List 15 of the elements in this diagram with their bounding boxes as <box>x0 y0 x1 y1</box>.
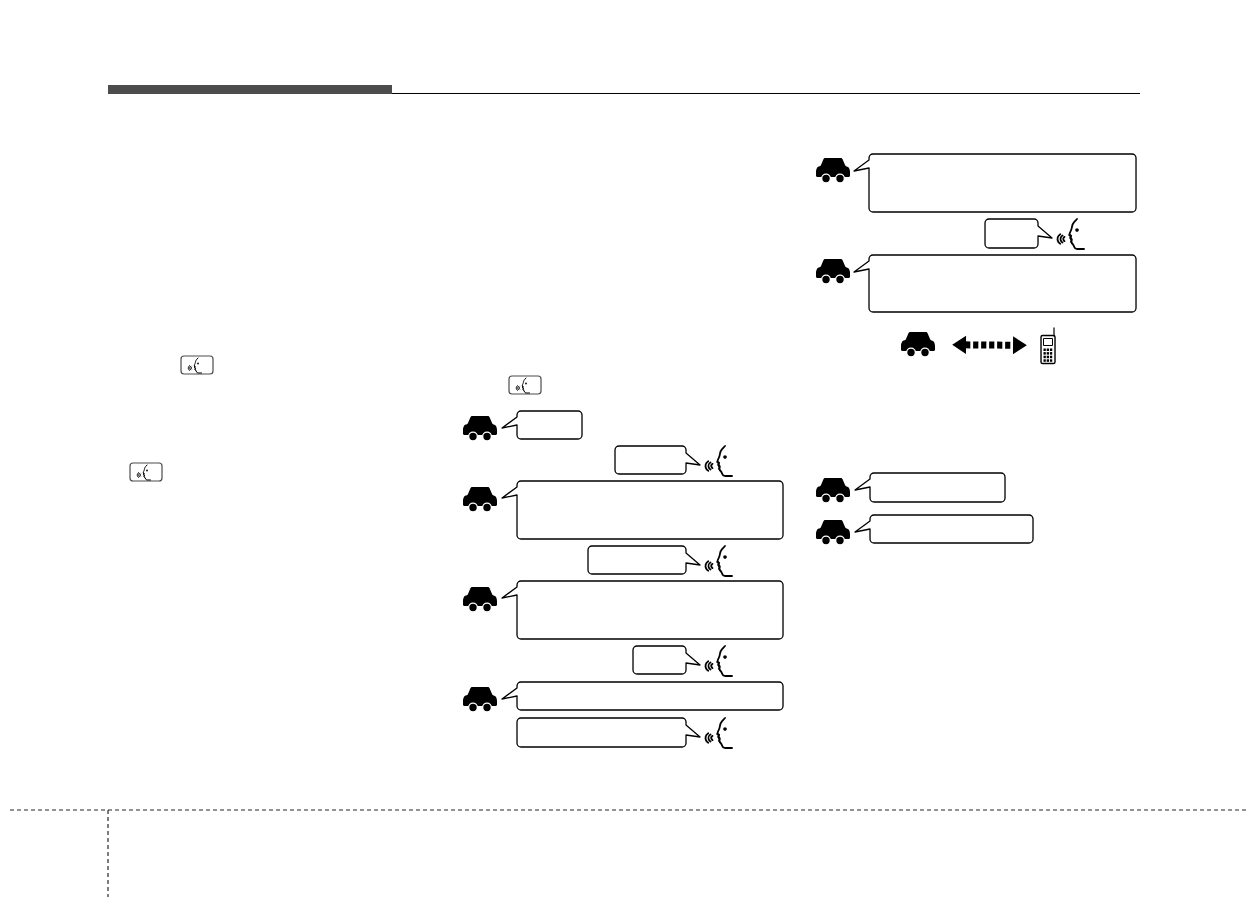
speech-bubble <box>854 514 1034 544</box>
speech-bubble <box>614 445 701 475</box>
speech-bubble <box>587 545 701 575</box>
speech-bubble <box>632 645 701 675</box>
speech-bubble <box>853 153 1137 213</box>
speech-bubble <box>516 717 701 748</box>
speech-bubble <box>984 218 1053 249</box>
speech-bubble <box>854 472 1006 503</box>
speech-bubble <box>501 480 784 540</box>
speech-bubble <box>501 580 784 640</box>
speech-bubble <box>501 410 583 440</box>
car-icon <box>901 332 935 358</box>
speech-bubble <box>853 254 1137 313</box>
phone-icon <box>1040 326 1056 365</box>
speech-bubble <box>501 681 784 711</box>
